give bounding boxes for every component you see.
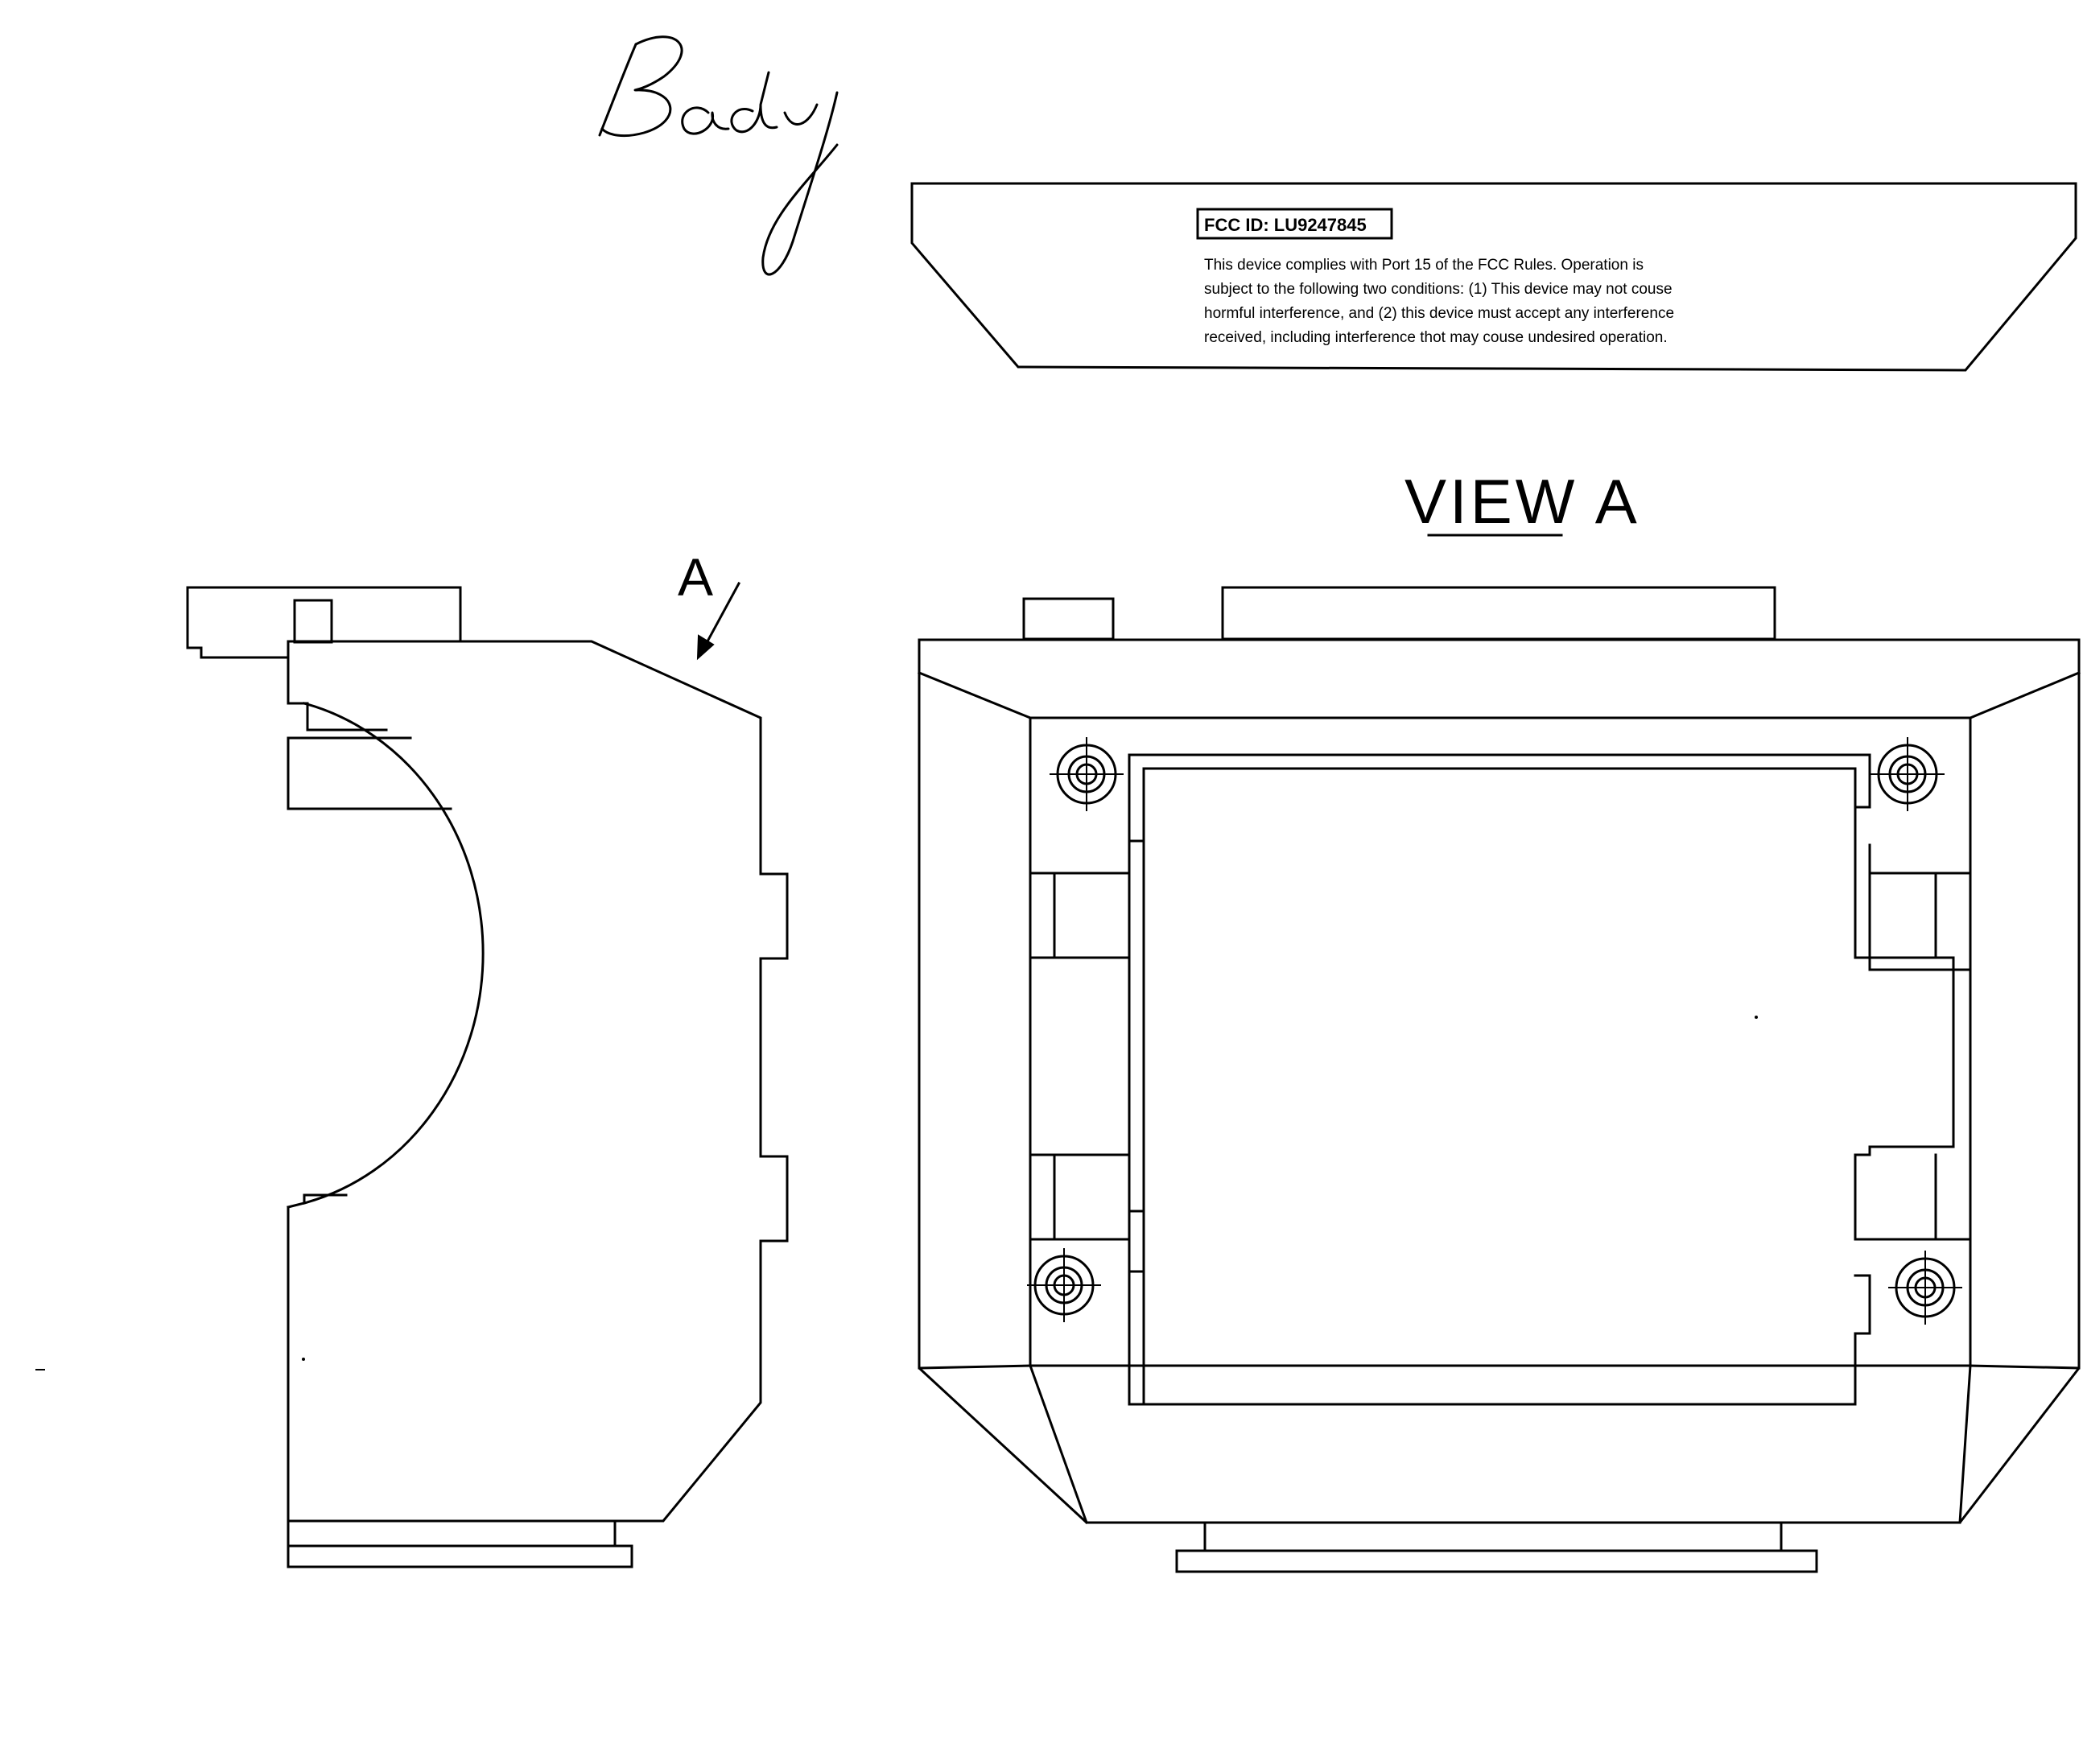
- front-top-wide-tab: [1221, 586, 1776, 641]
- view-a-heading: VIEW A: [1404, 466, 1640, 537]
- fcc-compliance-line-2: subject to the following two conditions:…: [1204, 281, 1673, 298]
- side-view: A: [186, 547, 789, 1568]
- fcc-id-box: [1196, 208, 1393, 240]
- fcc-compliance-line-1: This device complies with Port 15 of the…: [1204, 257, 1644, 274]
- side-top-tab: [293, 599, 333, 644]
- view-a-title: VIEW A: [1404, 466, 1640, 537]
- fcc-id-text: FCC ID: LU9247845: [1204, 215, 1367, 235]
- handwritten-signature: [598, 35, 839, 276]
- front-inner-frame: [1029, 716, 1972, 1367]
- fcc-compliance-line-3: hormful interference, and (2) this devic…: [1204, 305, 1674, 322]
- fcc-compliance-line-4: received, including interference thot ma…: [1204, 329, 1668, 346]
- side-bottom-plate: [287, 1519, 617, 1548]
- fcc-label-panel: FCC ID: LU9247845 This device complies w…: [910, 182, 2077, 372]
- front-top-small-tab: [1022, 597, 1115, 641]
- side-top-clip: [186, 586, 462, 659]
- screw-top-right: [1871, 737, 1945, 811]
- view-a-arrowhead: [696, 634, 715, 661]
- screw-top-left: [1050, 737, 1124, 811]
- front-bottom-foot: [1203, 1521, 1783, 1552]
- side-semicircle-cutout: [303, 702, 485, 1205]
- screw-bottom-left: [1027, 1248, 1101, 1322]
- side-body-outline: [287, 640, 789, 1523]
- view-a-arrow-label: A: [678, 547, 713, 607]
- front-left-bracket: [1029, 956, 1131, 1156]
- front-window-top-lip: [1128, 753, 1871, 843]
- screw-bottom-right: [1888, 1251, 1962, 1325]
- front-outer-frame: [918, 638, 2081, 1524]
- view-a-arrow: [700, 581, 741, 653]
- view-a-front: [918, 586, 2081, 1573]
- front-right-bracket: [1854, 843, 1955, 1156]
